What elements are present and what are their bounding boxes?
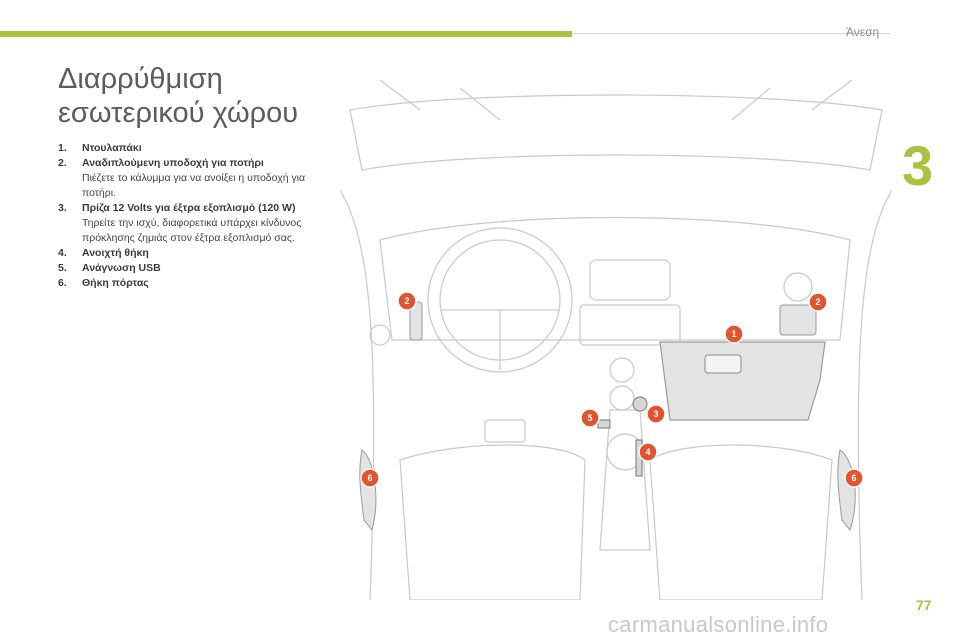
- right-door-pocket: [837, 449, 856, 532]
- callout-marker-1: 1: [724, 324, 744, 344]
- callout-label: 5: [587, 413, 592, 423]
- header-rule: [572, 33, 890, 34]
- usb-port: [597, 419, 611, 429]
- center-display: [589, 259, 671, 301]
- page-title-line1: Διαρρύθμιση: [58, 63, 223, 95]
- windshield-outline: [349, 94, 883, 171]
- item-number: 1.: [58, 142, 67, 154]
- roof-pillars: [379, 80, 853, 111]
- interior-diagram: 1 2 2 3 4 5 6 6: [340, 80, 892, 600]
- steering-spokes: [440, 309, 560, 370]
- item-description: Τηρείτε την ισχύ, διαφορετικά υπάρχει κί…: [82, 217, 302, 244]
- chapter-number: 3: [902, 134, 934, 197]
- list-item: 1. Ντουλαπάκι: [58, 141, 328, 156]
- item-number: 6.: [58, 277, 67, 289]
- item-label: Ανοιχτή θήκη: [82, 247, 149, 259]
- grab-handles: [459, 87, 771, 121]
- list-item: 2. Αναδιπλούμενη υποδοχή για ποτήρι Πιέζ…: [58, 156, 328, 201]
- radio-unit: [579, 304, 681, 346]
- page-title-line2: εσωτερικού χώρου: [58, 97, 299, 129]
- callout-marker-4: 4: [638, 442, 658, 462]
- glovebox: [659, 341, 826, 421]
- callout-marker-3: 3: [646, 404, 666, 424]
- center-tunnel: [599, 409, 651, 551]
- item-number: 3.: [58, 202, 67, 214]
- callout-label: 4: [645, 447, 650, 457]
- item-label: Θήκη πόρτας: [82, 277, 149, 289]
- section-label: Άνεση: [846, 25, 880, 39]
- glovebox-handle: [704, 354, 742, 374]
- watermark: carmanualsonline.info: [608, 612, 829, 637]
- left-seat: [399, 444, 586, 600]
- vent-knob-2: [609, 385, 635, 411]
- feature-list: 1. Ντουλαπάκι 2. Αναδιπλούμενη υποδοχή γ…: [58, 141, 328, 291]
- callout-marker-2-left: 2: [397, 291, 417, 311]
- right-cupholder: [779, 304, 817, 336]
- callout-label: 3: [653, 409, 658, 419]
- power-socket: [632, 396, 648, 412]
- item-label: Πρίζα 12 Volts για έξτρα εξοπλισμό (120 …: [82, 202, 296, 214]
- callout-marker-6-right: 6: [844, 468, 864, 488]
- right-air-vent: [783, 272, 813, 302]
- callout-marker-5: 5: [580, 408, 600, 428]
- right-door-line: [857, 189, 892, 600]
- dashboard-outline: [379, 216, 851, 341]
- item-label: Ανάγνωση USB: [82, 262, 161, 274]
- header-accent-bar: [0, 31, 572, 37]
- list-item: 4. Ανοιχτή θήκη: [58, 246, 328, 261]
- list-item: 3. Πρίζα 12 Volts για έξτρα εξοπλισμό (1…: [58, 201, 328, 246]
- list-item: 6. Θήκη πόρτας: [58, 276, 328, 291]
- callout-label: 6: [367, 473, 372, 483]
- callout-label: 6: [851, 473, 856, 483]
- right-seat: [649, 444, 833, 600]
- item-number: 2.: [58, 157, 67, 169]
- item-label: Αναδιπλούμενη υποδοχή για ποτήρι: [82, 157, 264, 169]
- callout-marker-6-left: 6: [360, 468, 380, 488]
- callout-label: 1: [731, 329, 736, 339]
- steering-wheel: [427, 227, 573, 373]
- callout-marker-2-right: 2: [808, 292, 828, 312]
- item-number: 4.: [58, 247, 67, 259]
- left-air-vent: [369, 324, 391, 346]
- pedal: [484, 419, 526, 443]
- left-door-line: [340, 189, 375, 600]
- list-item: 5. Ανάγνωση USB: [58, 261, 328, 276]
- item-number: 5.: [58, 262, 67, 274]
- item-description: Πιέζετε το κάλυμμα για να ανοίξει η υποδ…: [82, 172, 306, 199]
- item-label: Ντουλαπάκι: [82, 142, 142, 154]
- callout-label: 2: [815, 297, 820, 307]
- page-number: 77: [916, 597, 932, 613]
- callout-label: 2: [404, 296, 409, 306]
- page-title: Διαρρύθμιση εσωτερικού χώρου: [58, 62, 358, 130]
- vent-knob-1: [609, 357, 635, 383]
